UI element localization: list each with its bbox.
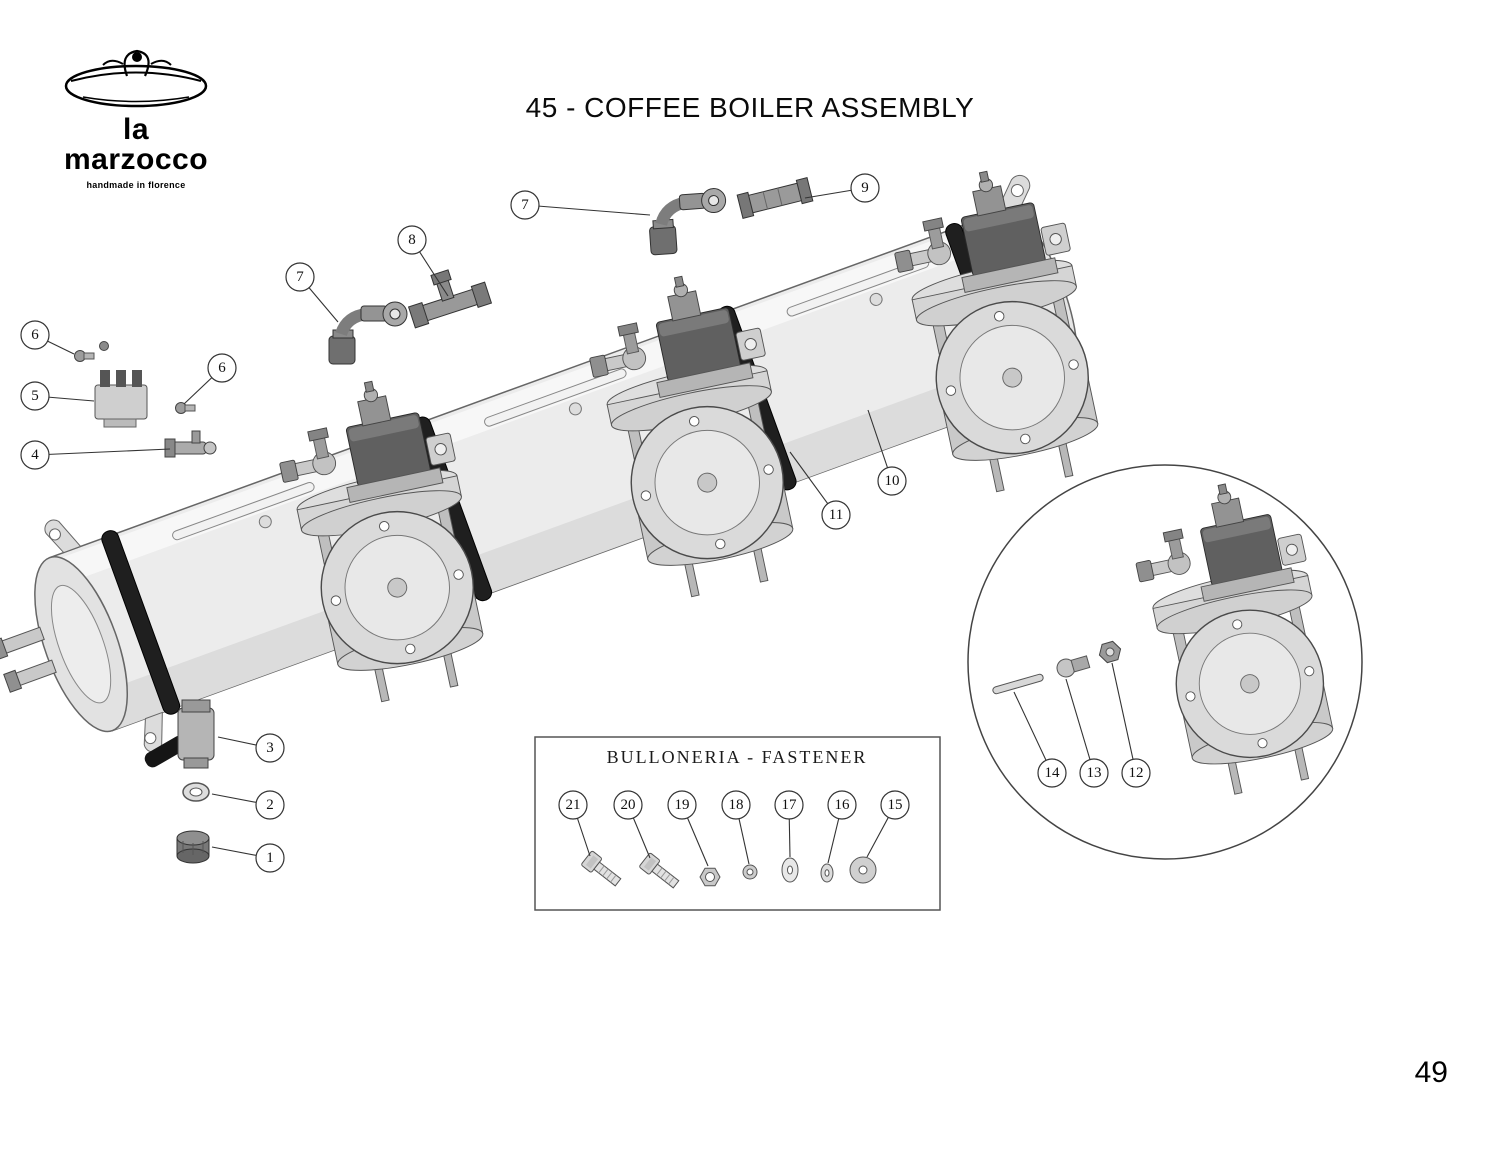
callout-7-lower: 7 — [285, 262, 339, 323]
svg-text:18: 18 — [729, 797, 744, 813]
svg-text:7: 7 — [521, 197, 529, 213]
callout-17: 17 — [774, 790, 804, 858]
page-title: 45 - COFFEE BOILER ASSEMBLY — [525, 92, 975, 123]
callout-14: 14 — [1013, 691, 1067, 788]
part-15-washer — [849, 856, 877, 884]
part-1-cap — [176, 830, 210, 864]
fastener-box-title: BULLONERIA - FASTENER — [607, 747, 868, 767]
page-number: 49 — [1414, 1056, 1448, 1089]
svg-text:9: 9 — [861, 180, 869, 196]
svg-text:11: 11 — [829, 507, 843, 523]
brand-name: la marzocco — [63, 113, 209, 176]
part-6-screw-a — [74, 341, 109, 362]
svg-text:3: 3 — [266, 740, 274, 756]
svg-text:13: 13 — [1087, 765, 1102, 781]
svg-text:6: 6 — [31, 327, 39, 343]
callout-10: 10 — [867, 409, 907, 496]
part-14-pin — [992, 673, 1044, 695]
svg-text:17: 17 — [782, 797, 798, 813]
callout-15: 15 — [866, 790, 910, 858]
callout-11: 11 — [789, 451, 851, 530]
callout-4: 4 — [20, 440, 171, 470]
detail-view: 14 13 12 — [967, 464, 1363, 860]
part-16-washer — [820, 863, 834, 883]
part-17-washer — [781, 857, 799, 883]
callout-3: 3 — [217, 733, 285, 763]
callout-12: 12 — [1111, 662, 1151, 788]
part-7-elbow-lower — [329, 302, 407, 364]
callout-2: 2 — [211, 790, 285, 820]
callout-6-left: 6 — [20, 320, 75, 355]
part-9-fitting — [736, 177, 814, 219]
part-18-nut — [742, 864, 758, 880]
callout-13: 13 — [1065, 678, 1109, 788]
part-13-fitting — [1056, 655, 1091, 678]
svg-text:19: 19 — [675, 797, 690, 813]
callout-6-right: 6 — [183, 353, 237, 405]
svg-text:16: 16 — [835, 797, 851, 813]
part-6-screw-b — [175, 402, 196, 414]
svg-text:8: 8 — [408, 232, 416, 248]
svg-text:14: 14 — [1045, 765, 1061, 781]
svg-text:5: 5 — [31, 388, 39, 404]
part-4-fitting — [164, 430, 217, 458]
svg-text:7: 7 — [296, 269, 304, 285]
brand-tagline: handmade in florence — [86, 180, 186, 190]
svg-text:15: 15 — [888, 797, 903, 813]
brand-logo: la marzocco handmade in florence — [50, 46, 222, 190]
part-2-washer — [182, 782, 210, 802]
callout-7-upper: 7 — [510, 190, 651, 220]
svg-text:21: 21 — [566, 797, 581, 813]
callout-9: 9 — [804, 173, 880, 203]
part-3-valve — [144, 699, 215, 769]
fastener-box: BULLONERIA - FASTENER — [534, 736, 941, 911]
callout-8: 8 — [397, 225, 449, 297]
callout-16: 16 — [827, 790, 857, 864]
part-8-tee-fitting — [407, 269, 493, 329]
svg-text:2: 2 — [266, 797, 274, 813]
svg-text:12: 12 — [1129, 765, 1144, 781]
svg-text:10: 10 — [885, 473, 900, 489]
callout-20: 20 — [613, 790, 651, 859]
callout-5: 5 — [20, 381, 95, 411]
part-12-nut — [1098, 640, 1122, 664]
callout-18: 18 — [721, 790, 751, 865]
callout-19: 19 — [667, 790, 709, 867]
part-7-elbow-upper — [647, 188, 729, 255]
logo-mark — [64, 49, 208, 108]
callout-1: 1 — [211, 843, 285, 873]
svg-text:1: 1 — [266, 850, 274, 866]
svg-text:4: 4 — [31, 447, 39, 463]
callout-21: 21 — [558, 790, 591, 857]
boiler-oring — [101, 530, 181, 715]
part-5-block — [94, 370, 148, 428]
svg-text:6: 6 — [218, 360, 226, 376]
part-19-nut — [699, 867, 721, 887]
svg-text:20: 20 — [621, 797, 636, 813]
